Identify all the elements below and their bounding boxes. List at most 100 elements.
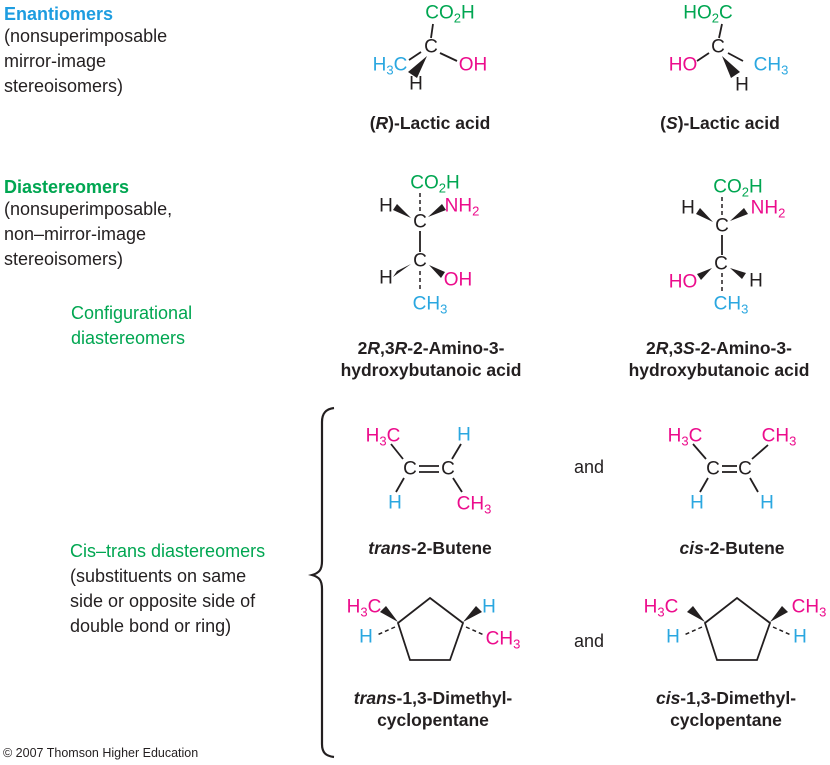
label-part: )-Lactic acid (388, 113, 491, 133)
formula-main: H (667, 425, 682, 447)
bond (751, 444, 769, 460)
atom-h: H (666, 626, 680, 648)
atom-c: C (715, 215, 729, 237)
formula-sub: 3 (360, 604, 368, 620)
label-part-italic: R (367, 338, 380, 358)
label-part: 2 (357, 338, 368, 358)
wedge-bond (730, 268, 746, 279)
bond (452, 477, 463, 493)
atom-h3c: H3C (346, 596, 382, 620)
atom-co2h: CO2H (410, 172, 459, 196)
wedge-bond (429, 265, 445, 278)
bond (727, 52, 744, 62)
dashed-bond (683, 626, 703, 636)
s-lactic-acid-label: (S)-Lactic acid (660, 112, 780, 134)
and-text-2: and (573, 631, 605, 651)
atom-h: H (749, 270, 763, 292)
cis-dmcp-bonds (683, 596, 792, 661)
formula-tail: C (393, 54, 408, 76)
label-part: ( (660, 113, 667, 133)
wedge-bond (428, 204, 446, 217)
atom-ch3: CH3 (792, 598, 827, 619)
atom-ch3: CH3 (761, 425, 797, 448)
atom-h: H (482, 596, 496, 618)
formula-main: H (346, 596, 361, 618)
cyclopentane-ring (703, 596, 772, 661)
bond (749, 477, 759, 493)
label-line2: hydroxybutanoic acid (628, 360, 810, 380)
atom-ch3: CH3 (413, 295, 448, 316)
wedge-bond (687, 606, 705, 622)
wedge-bond (722, 56, 740, 78)
atom-h3c: H3C (366, 427, 401, 448)
atom-h: H (388, 492, 402, 514)
formula-sub: 2 (778, 205, 786, 221)
label-part: -1,3-Dimethyl- (680, 688, 797, 708)
atom-nh2: NH2 (751, 199, 786, 221)
atom-c: C (413, 211, 427, 233)
atom-h: H (359, 626, 373, 648)
label-line1: 2R,3R-2-Amino-3- (341, 337, 522, 359)
cistrans-desc: (substituents on same side or opposite s… (70, 566, 256, 636)
label-part: -2-Butene (411, 538, 492, 558)
label-part-italic: R (375, 113, 389, 133)
wedge-bond (770, 606, 788, 622)
atom-ch3: CH3 (754, 56, 789, 77)
wedge-bond (393, 264, 411, 277)
label-part-italic: trans (353, 688, 397, 708)
formula-sub: 3 (681, 433, 689, 449)
atom-ho: HO (668, 54, 698, 76)
wedge-bond (393, 204, 411, 218)
atom-c: C (424, 36, 438, 58)
r-lactic-acid-label: (R)-Lactic acid (370, 112, 491, 134)
trans-butene-bonds (390, 443, 463, 493)
formula-tail: C (367, 596, 382, 618)
formula-tail: H (749, 176, 763, 198)
formula-main: CO (410, 172, 439, 194)
wedge-bond (730, 208, 748, 221)
atom-h: H (379, 195, 393, 217)
formula-main: CH (761, 425, 790, 447)
formula-sub: 2 (741, 184, 749, 200)
formula-main: H (643, 596, 658, 618)
r-lactic-bonds (408, 23, 458, 78)
formula-main: CO (713, 176, 742, 198)
formula-tail: C (664, 596, 679, 618)
atom-c: C (714, 253, 728, 275)
label-part: ,3 (379, 338, 395, 358)
rr-amino-bonds (393, 193, 446, 291)
configurational-label: Configurational diastereomers (71, 303, 193, 348)
label-part-italic: R (655, 338, 669, 358)
label-part: -2-Butene (703, 538, 785, 558)
atom-h: H (793, 626, 807, 648)
atom-ch3: CH3 (486, 630, 521, 651)
label-line1: trans-1,3-Dimethyl- (354, 687, 513, 709)
label-part-italic: cis (679, 538, 704, 558)
dashed-bond (376, 626, 396, 636)
wedge-bond (463, 606, 482, 622)
atom-c: C (413, 250, 427, 272)
atom-oh: OH (458, 54, 488, 76)
diastereomers-desc: (nonsuperimposable, non–mirror-image ste… (4, 199, 173, 269)
bond (696, 52, 710, 62)
atom-c: C (403, 458, 417, 480)
label-part: ( (369, 113, 376, 133)
atom-h3c: H3C (643, 596, 679, 619)
atom-ho: HO (668, 271, 698, 293)
formula-sub: 2 (438, 180, 446, 196)
formula-main: H (372, 54, 387, 76)
label-line2: hydroxybutanoic acid (340, 360, 522, 380)
formula-sub: 2 (711, 10, 719, 26)
s-lactic-bonds (696, 23, 744, 78)
atom-co2h: CO2H (425, 4, 474, 25)
label-part-italic: cis (655, 688, 681, 708)
diastereomers-title: Diastereomers (4, 177, 130, 197)
wedge-bond (697, 268, 712, 280)
atom-ch3: CH3 (457, 495, 492, 516)
label-part-italic: R (394, 338, 408, 358)
atom-h: H (735, 74, 749, 96)
bond (699, 477, 709, 493)
formula-main: NH (444, 195, 473, 217)
atom-c: C (738, 458, 752, 480)
formula-sub: 3 (741, 301, 749, 317)
